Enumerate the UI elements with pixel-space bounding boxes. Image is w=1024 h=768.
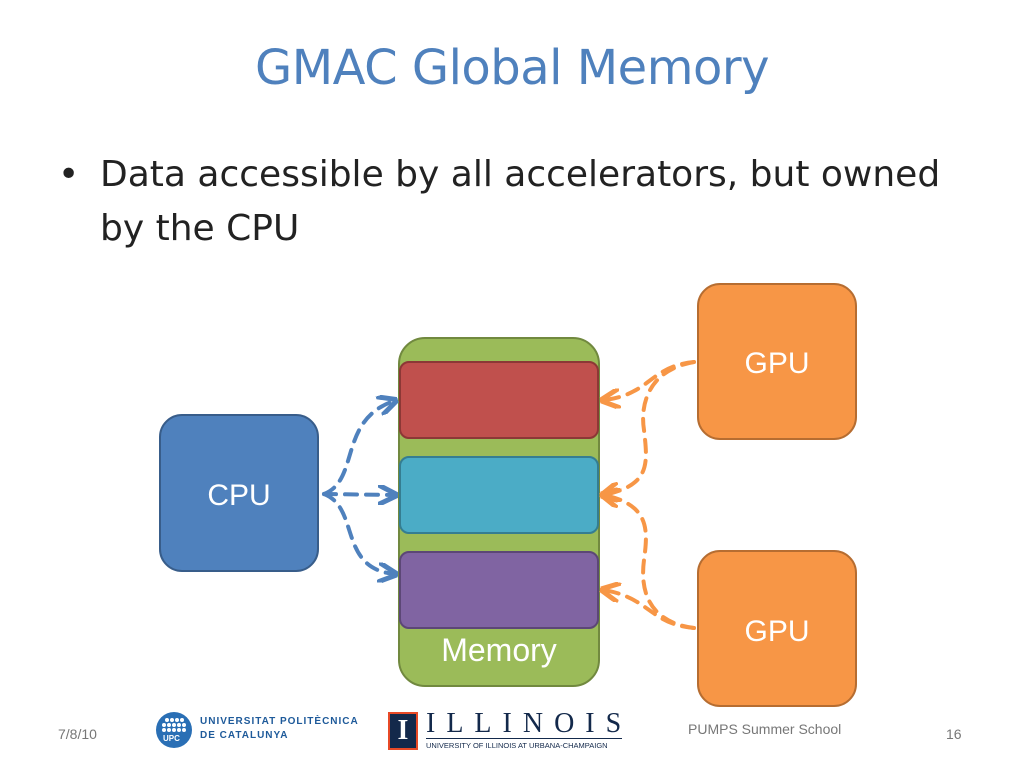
cpu-arrow-top [322,401,394,496]
cpu-label: CPU [207,479,270,512]
illinois-wordmark: ILLINOIS [426,708,633,739]
bullet-item: • Data accessible by all accelerators, b… [58,148,978,256]
gpu-label-top: GPU [744,347,809,380]
upc-name: UNIVERSITAT POLITÈCNICA DE CATALUNYA [200,715,359,743]
footer-event: PUMPS Summer School [688,721,842,737]
upc-emblem: UPC [156,712,192,748]
illinois-logo: I ILLINOIS UNIVERSITY OF ILLINOIS AT URB… [388,708,628,752]
bullet-marker: • [58,154,80,195]
cpu-box [159,414,319,572]
memory-block-cyan [399,456,599,534]
upc-line-2: DE CATALUNYA [200,730,289,741]
illinois-rule [426,738,622,739]
gpu-top-arrow-cyan [604,360,696,495]
memory-block-purple [399,551,599,629]
bullet-text: Data accessible by all accelerators, but… [100,154,941,249]
memory-block-red [399,361,599,439]
gpu-bottom-arrow-purple [604,590,696,630]
upc-abbr: UPC [163,734,180,743]
upc-line-1: UNIVERSITAT POLITÈCNICA [200,716,359,727]
footer-date: 7/8/10 [58,726,97,742]
cpu-arrow-bottom [322,492,394,574]
memory-label: Memory [441,632,557,668]
page-number: 16 [946,726,962,742]
illinois-subtitle: UNIVERSITY OF ILLINOIS AT URBANA-CHAMPAI… [426,741,608,750]
gpu-label-bottom: GPU [744,615,809,648]
gpu-bottom-arrow-cyan [604,495,696,630]
illinois-block-i-icon: I [388,712,418,750]
gpu-box-bottom [697,550,857,707]
gpu-top-arrow-red [604,360,696,400]
slide-title: GMAC Global Memory [255,40,769,96]
cpu-arrow-middle [322,494,394,495]
gpu-box-top [697,283,857,440]
upc-logo: UPC UNIVERSITAT POLITÈCNICA DE CATALUNYA [156,712,366,752]
